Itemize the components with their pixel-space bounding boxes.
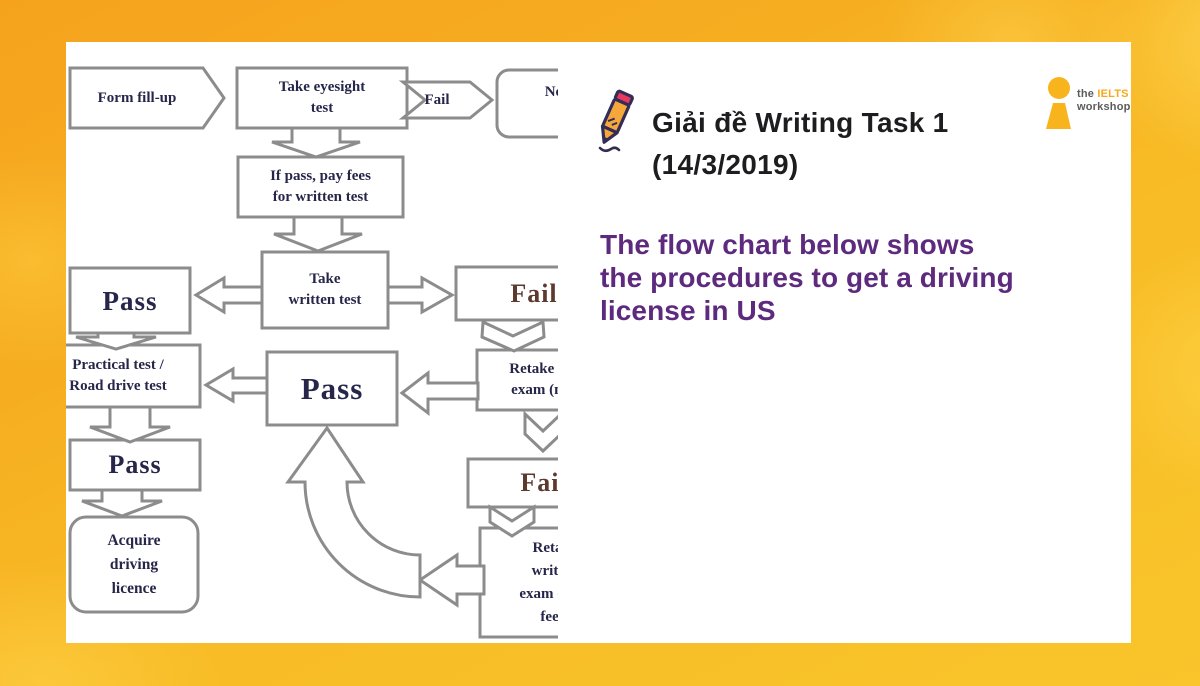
no-license-label: No license given	[544, 83, 558, 100]
pass-mid-box	[265, 350, 399, 427]
arrow-down-pass-left2	[81, 488, 163, 518]
no-license-box	[495, 68, 558, 139]
retake-no-fees-box	[475, 348, 558, 412]
retake-no-fees-label: Retake written exam (no fees)	[509, 361, 558, 398]
arrow-left-to-pass-mid	[399, 369, 480, 417]
practical-box	[66, 343, 202, 409]
arrow-down-pass-left	[75, 331, 157, 351]
fail-right-label: Fail	[510, 278, 558, 308]
logo-text: the IELTS workshop	[1077, 88, 1131, 114]
arrow-right-to-fail	[386, 275, 456, 315]
post-title-line1: Giải đề Writing Task 1	[652, 107, 949, 138]
chevron-fail2-to-retake2	[488, 504, 536, 538]
logo-i-icon	[1046, 77, 1071, 129]
written-test-box	[260, 250, 390, 330]
written-test-label: Take written test	[288, 271, 362, 308]
arrow-left-to-practical	[203, 366, 269, 404]
chevron-retake-to-fail2	[523, 410, 558, 454]
fail-right2-box	[466, 457, 558, 509]
fail-tag-label: Fail	[424, 91, 450, 108]
fail-tag-shape	[398, 80, 495, 120]
form-fillup-box	[68, 66, 226, 130]
pass-mid-label: Pass	[300, 370, 364, 406]
content-card: Form fill-up Take eyesight test Fail No …	[66, 42, 1131, 643]
retake-with-fees-label: Retake written exam (with fees)	[519, 539, 558, 625]
logo-word-the: the	[1077, 88, 1098, 100]
arrow-left-to-pass	[193, 275, 264, 315]
acquire-box	[68, 515, 200, 614]
pass-left-label: Pass	[102, 285, 158, 316]
pay-fees-label: If pass, pay fees for written test	[270, 168, 371, 205]
logo-word-ielts: IELTS	[1097, 88, 1129, 100]
practical-label: Practical test / Road drive test	[69, 357, 167, 394]
post-title: Giải đề Writing Task 1 (14/3/2019)	[652, 102, 1072, 186]
arrow-left-to-curve	[417, 552, 486, 608]
ielts-workshop-logo: the IELTS workshop	[1034, 72, 1184, 152]
flowchart-graphics	[66, 66, 558, 639]
arrow-down-eyesight	[271, 126, 361, 159]
curved-arrow-up-to-pass	[285, 425, 422, 599]
post-title-line2: (14/3/2019)	[652, 149, 799, 180]
pass-left2-label: Pass	[108, 450, 162, 479]
chevron-fail-to-retake	[480, 319, 546, 353]
eyesight-label: Take eyesight test	[278, 79, 366, 116]
form-fillup-label: Form fill-up	[97, 89, 177, 106]
fail-right-box	[454, 265, 558, 322]
pass-left-box	[68, 266, 192, 335]
retake-with-fees-box	[478, 526, 558, 639]
logo-word-workshop: workshop	[1077, 101, 1131, 113]
pencil-icon	[598, 89, 634, 153]
fail-right2-label: Fail	[520, 468, 558, 497]
flowchart-panel: Form fill-up Take eyesight test Fail No …	[66, 42, 558, 643]
acquire-label: Acquire driving licence	[107, 531, 161, 597]
task-prompt-text: The flow chart below shows the procedure…	[600, 229, 1014, 326]
arrow-down-practical	[89, 405, 171, 444]
arrow-down-payfees	[273, 215, 363, 253]
